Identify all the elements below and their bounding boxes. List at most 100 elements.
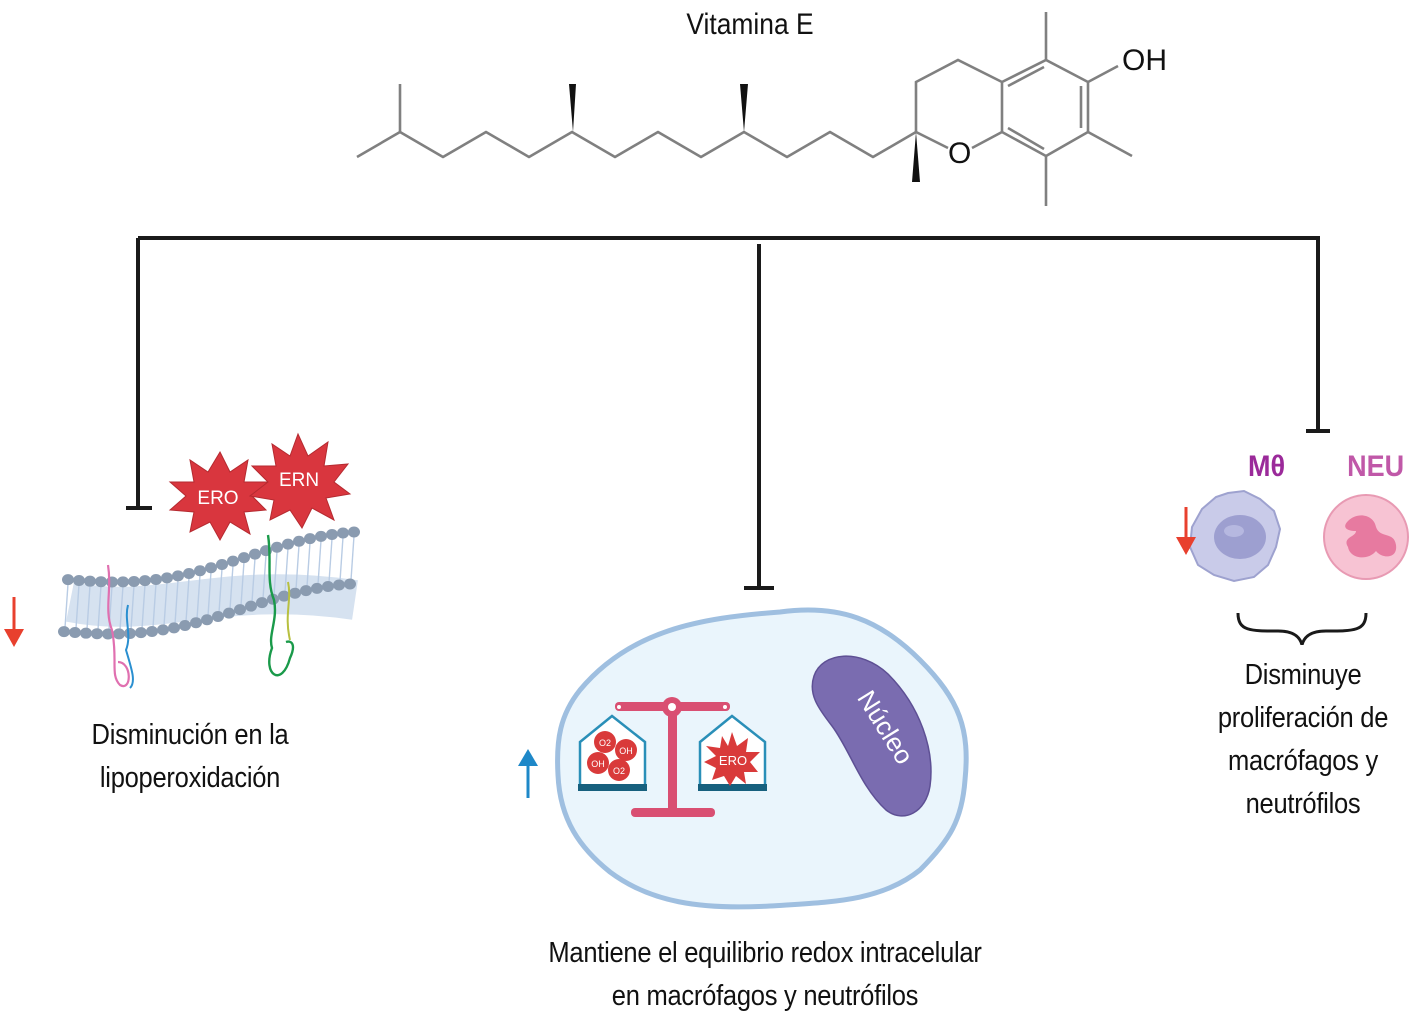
center-caption-line2: en macrófagos y neutrófilos xyxy=(611,980,919,1012)
lipid-head xyxy=(150,573,162,585)
lipid-head xyxy=(58,626,70,638)
lipid-tail xyxy=(64,583,69,628)
lipid-head xyxy=(344,578,356,590)
oxygen-label: O xyxy=(948,137,972,170)
lipid-tail xyxy=(328,538,333,583)
lipid-tail xyxy=(174,579,179,624)
redox-balance-scale xyxy=(615,697,730,817)
left-caption-line2: lipoperoxidación xyxy=(99,762,281,794)
lipid-head xyxy=(168,622,180,634)
lipid-head xyxy=(289,587,301,599)
wedge-bond xyxy=(740,84,748,132)
grouping-brace xyxy=(1236,612,1368,645)
lipid-head xyxy=(194,565,206,577)
wedge-bond xyxy=(912,132,920,182)
lipid-tail xyxy=(196,574,201,619)
lipid-tail xyxy=(317,540,322,585)
oxidant-pan: ERO xyxy=(698,714,767,791)
protein-yellow xyxy=(286,581,291,641)
hydroxyl-label: OH xyxy=(1122,44,1167,77)
pan-item: OH xyxy=(619,746,633,756)
lipid-head xyxy=(249,548,261,560)
immune-cells-illustration xyxy=(1188,489,1409,645)
lipid-tail xyxy=(97,585,102,630)
right-caption-line2: proliferación de xyxy=(1217,702,1389,734)
lipid-head xyxy=(161,572,173,584)
lipid-head xyxy=(322,581,334,593)
lipid-tail xyxy=(86,585,91,630)
neutrophil-cell xyxy=(1323,494,1409,580)
lipid-head xyxy=(348,526,360,538)
ero-label: ERO xyxy=(197,488,238,509)
molecule-title: Vitamina E xyxy=(686,8,814,41)
wedge-bond xyxy=(569,84,576,132)
nucleus xyxy=(811,655,932,817)
lipid-head xyxy=(73,574,85,586)
lipid-head xyxy=(300,585,312,597)
lipid-head xyxy=(205,562,217,574)
lipid-head xyxy=(113,628,125,640)
lipid-tail xyxy=(152,583,157,628)
lipid-head xyxy=(135,627,147,639)
lipid-head xyxy=(223,607,235,619)
left-caption: Disminución en la lipoperoxidación xyxy=(58,714,322,800)
lipid-head xyxy=(117,576,129,588)
lipid-heads-upper xyxy=(62,526,360,588)
lipid-head xyxy=(139,575,151,587)
pan-item: O2 xyxy=(613,766,625,776)
lipid-head xyxy=(326,529,338,541)
trend-down-arrow-right xyxy=(1176,507,1196,555)
lipid-tail xyxy=(240,561,245,606)
lipid-tail xyxy=(141,584,146,629)
right-caption-line4: neutrófilos xyxy=(1245,788,1361,820)
lipid-tail xyxy=(273,551,278,596)
lipid-head xyxy=(124,627,136,639)
ero-star: ERO xyxy=(168,450,270,542)
lipid-tail xyxy=(284,548,289,593)
neutrophil-label: NEU xyxy=(1347,450,1405,483)
lipid-tail xyxy=(350,535,355,581)
lipid-head xyxy=(84,575,96,587)
lipid-tail xyxy=(119,585,124,630)
lipid-head xyxy=(311,582,323,594)
lipid-head xyxy=(69,626,81,638)
lipid-head xyxy=(293,535,305,547)
cell-illustration: Núcleo O2 OH OH O2 ERO xyxy=(555,607,969,910)
lipid-tail xyxy=(130,585,135,630)
lipid-head xyxy=(234,604,246,616)
lipid-head xyxy=(102,628,114,640)
lipid-head xyxy=(333,579,345,591)
lipid-head xyxy=(106,576,118,588)
lipid-head xyxy=(128,575,140,587)
lipid-head xyxy=(190,617,202,629)
lipid-head xyxy=(80,627,92,639)
lipid-head xyxy=(91,628,103,640)
lipid-head xyxy=(256,597,268,609)
lipid-tail xyxy=(207,571,212,616)
lipid-head xyxy=(227,555,239,567)
lipid-head xyxy=(278,590,290,602)
lipid-tail xyxy=(218,568,223,613)
center-caption: Mantiene el equilibrio redox intracelula… xyxy=(497,932,1034,1018)
trend-down-arrow-left xyxy=(4,597,24,647)
lipid-head xyxy=(157,624,169,636)
macrophage-cell xyxy=(1188,489,1282,583)
lipid-head xyxy=(183,567,195,579)
lipid-head xyxy=(315,530,327,542)
pan-item: O2 xyxy=(599,738,611,748)
center-caption-line1: Mantiene el equilibrio redox intracelula… xyxy=(548,937,982,969)
protein-green xyxy=(266,534,295,677)
right-caption-line3: macrófagos y xyxy=(1227,745,1379,777)
lipid-head xyxy=(146,625,158,637)
protein-blue xyxy=(124,604,134,689)
lipid-tail xyxy=(251,558,256,603)
lipid-head xyxy=(337,527,349,539)
inhibition-connectors xyxy=(126,236,1330,590)
lipid-tail xyxy=(163,581,168,626)
lipid-tail xyxy=(306,542,311,587)
lipid-head xyxy=(304,533,316,545)
lipid-head xyxy=(201,614,213,626)
ern-label: ERN xyxy=(279,470,319,491)
lipid-head xyxy=(212,611,224,623)
lipid-head xyxy=(271,541,283,553)
